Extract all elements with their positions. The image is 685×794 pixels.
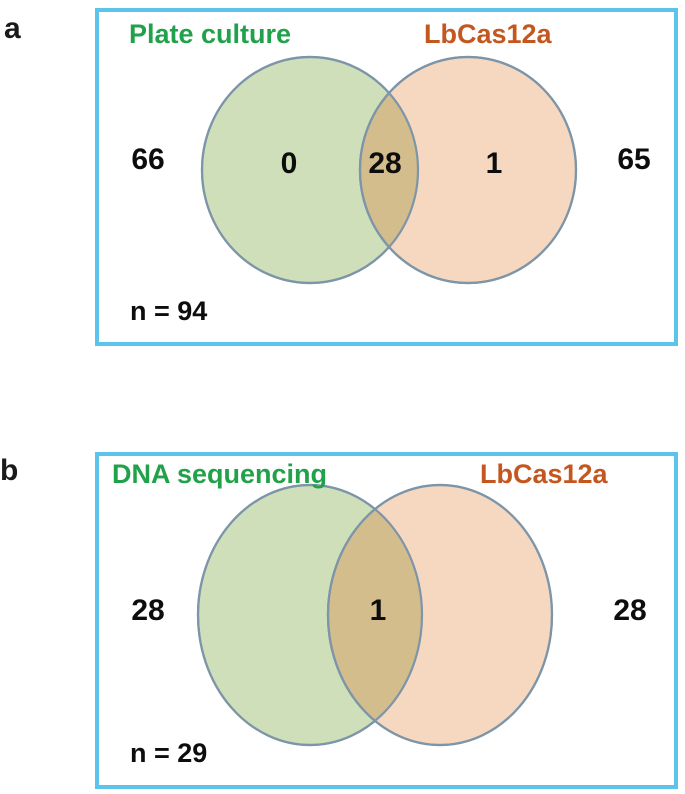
panel-a-left-set-label: Plate culture (129, 19, 292, 49)
panel-b: b DNA sequencing LbCas12a 28 1 28 n = 29 (0, 440, 685, 794)
panel-b-left-set-label: DNA sequencing (112, 459, 328, 489)
panel-a: a Plate culture LbCas12a 66 0 28 1 65 n … (4, 8, 678, 346)
panel-a-count-left-only: 0 (280, 147, 298, 180)
panel-a-count-outside-left: 66 (131, 143, 165, 176)
panel-b-count-outside-right: 28 (613, 594, 647, 627)
panel-a-right-circle-outline (358, 55, 578, 285)
panel-b-count-outside-left: 28 (131, 594, 165, 627)
panel-a-count-overlap: 28 (368, 147, 402, 180)
panel-a-left-circle-outline (200, 55, 420, 285)
panel-a-letter: a (4, 12, 21, 45)
panel-a-venn-graphic (200, 55, 578, 285)
panel-a-right-set-label: LbCas12a (424, 19, 552, 49)
panel-b-letter: b (0, 454, 19, 487)
panel-a-count-right-only: 1 (485, 147, 503, 180)
panel-b-right-circle-outline (326, 483, 554, 747)
panel-a-count-outside-right: 65 (617, 143, 651, 176)
panel-b-count-overlap: 1 (369, 594, 387, 627)
panel-a-sample-size-label: n = 94 (130, 296, 208, 326)
panel-b-left-circle-outline (196, 483, 424, 747)
panel-b-right-set-label: LbCas12a (480, 459, 608, 489)
panel-b-venn-graphic (196, 483, 554, 747)
panel-b-sample-size-label: n = 29 (130, 738, 208, 768)
